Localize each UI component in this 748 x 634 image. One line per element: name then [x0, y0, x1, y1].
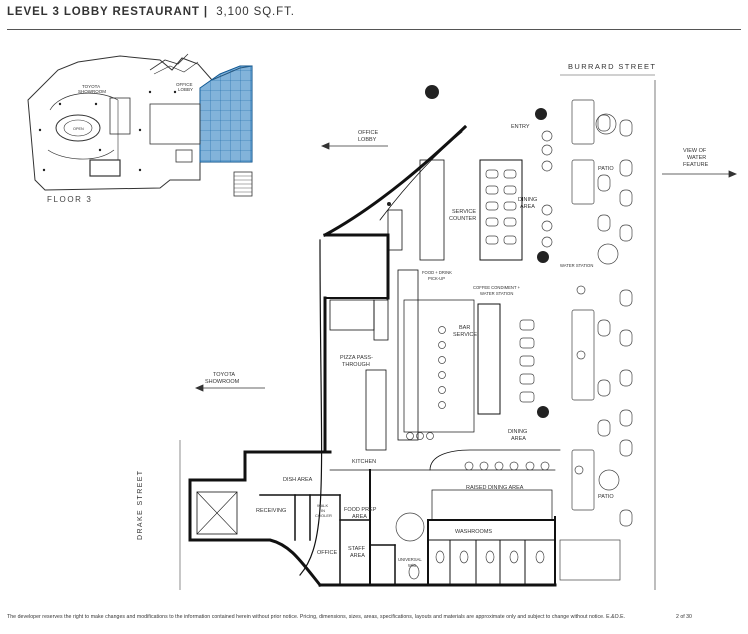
- entry-label: ENTRY: [511, 124, 530, 130]
- staff-line2: AREA: [350, 553, 365, 559]
- key-toyota-line2: SHOWROOM: [78, 89, 106, 94]
- toyota-line1: TOYOTA: [213, 372, 235, 378]
- key-plan: OPEN TOYOTA SHOWROOM OFFICE LOBBY: [27, 53, 253, 197]
- staff-line1: STAFF: [348, 546, 366, 552]
- service-counter-line2: COUNTER: [449, 216, 476, 222]
- bar-line2: SERVICE: [453, 332, 477, 338]
- dining-top-line1: DINING: [518, 197, 537, 203]
- raised-dining-label: RAISED DINING AREA: [466, 485, 524, 491]
- pickup-line1: FOOD + DRINK: [422, 270, 452, 275]
- cooler-line2: IN: [321, 508, 325, 513]
- office-lobby-line1: OFFICE: [358, 130, 378, 136]
- food-prep-line2: AREA: [352, 514, 367, 520]
- receiving-label: RECEIVING: [256, 508, 286, 514]
- dining-mid-line1: DINING: [508, 429, 527, 435]
- dining-mid-line2: AREA: [511, 436, 526, 442]
- dining-top-line2: AREA: [520, 204, 535, 210]
- universal-line1: UNIVERSAL: [398, 557, 422, 562]
- disclaimer: The developer reserves the right to make…: [7, 614, 626, 620]
- patio-furniture: [395, 99, 633, 581]
- room-labels: ENTRY PATIO PATIO DINING AREA DINING ARE…: [256, 124, 614, 568]
- office-label: OFFICE: [317, 550, 337, 556]
- drake-street-label: DRAKE STREET: [137, 470, 144, 540]
- coffee-line1: COFFEE CONDIMENT +: [473, 285, 521, 290]
- office-lobby-line2: LOBBY: [358, 137, 377, 143]
- coffee-line2: WATER STATION: [480, 291, 513, 296]
- cooler-line3: COOLER: [315, 513, 332, 518]
- pizza-line1: PIZZA PASS-: [340, 355, 373, 361]
- area-text: 3,100 SQ.FT.: [216, 6, 295, 18]
- pickup-line2: PICK-UP: [428, 276, 445, 281]
- header-divider: [7, 29, 741, 30]
- patio-bottom-label: PATIO: [598, 494, 614, 500]
- cooler-line1: WALK: [317, 503, 329, 508]
- dish-area-label: DISH AREA: [283, 477, 313, 483]
- columns: [387, 85, 549, 418]
- key-toyota-line1: TOYOTA: [82, 84, 100, 89]
- direction-labels: OFFICE LOBBY TOYOTA SHOWROOM VIEW OF WAT…: [205, 130, 709, 385]
- page-title: LEVEL 3 LOBBY RESTAURANT | 3,100 SQ.FT.: [7, 6, 295, 18]
- pizza-line2: THROUGH: [342, 362, 370, 368]
- water-line2: WATER: [687, 155, 706, 161]
- key-office-line1: OFFICE: [176, 82, 193, 87]
- patio-top-label: PATIO: [598, 166, 614, 172]
- key-office-line2: LOBBY: [178, 87, 193, 92]
- burrard-street-label: BURRARD STREET: [568, 62, 656, 71]
- universal-line2: W/C: [408, 563, 416, 568]
- street-lines: [179, 74, 656, 590]
- walls: [188, 124, 561, 588]
- water-line3: FEATURE: [683, 162, 709, 168]
- washrooms-label: WASHROOMS: [455, 529, 492, 535]
- food-prep-line1: FOOD PREP: [344, 507, 377, 513]
- water-station-label: WATER STATION: [560, 263, 593, 268]
- key-plan-caption: FLOOR 3: [47, 195, 93, 204]
- service-counter-line1: SERVICE: [452, 209, 476, 215]
- toyota-line2: SHOWROOM: [205, 379, 240, 385]
- bar-line1: BAR: [459, 325, 470, 331]
- direction-arrows: [194, 142, 738, 392]
- page-number: 2 of 30: [676, 614, 692, 620]
- title-text: LEVEL 3 LOBBY RESTAURANT |: [7, 6, 209, 18]
- open-label: OPEN: [73, 127, 84, 131]
- water-line1: VIEW OF: [683, 148, 707, 154]
- kitchen-label: KITCHEN: [352, 459, 376, 465]
